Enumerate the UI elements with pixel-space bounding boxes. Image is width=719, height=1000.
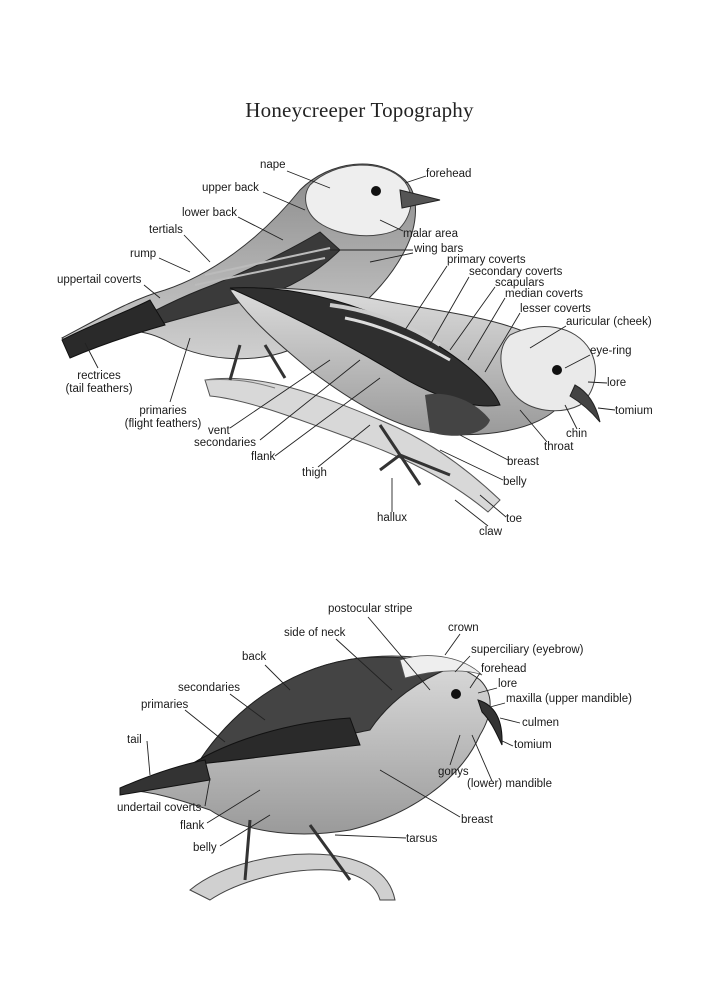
label-chin: chin [566,428,588,440]
label-tomium-bottom: tomium [514,739,552,751]
label-maxilla: maxilla (upper mandible) [506,693,632,705]
label-side-of-neck: side of neck [284,627,346,639]
label-vent: vent [208,425,230,437]
label-lower-mandible: (lower) mandible [467,778,553,790]
label-lore: lore [607,377,627,389]
label-rectrices: rectrices (tail feathers) [64,370,134,396]
label-undertail-coverts: undertail coverts [117,802,202,814]
label-breast: breast [507,456,539,468]
label-scapulars: scapulars [495,277,545,289]
label-primaries-line2: (flight feathers) [124,418,202,430]
label-tail: tail [127,734,142,746]
label-lore-bottom: lore [498,678,518,690]
bottom-bird-illustration [119,655,503,901]
label-malar-area: malar area [403,228,458,240]
label-primaries-line1: primaries [139,405,187,417]
top-leader-lines [84,170,616,527]
label-rump: rump [130,248,157,260]
label-tarsus: tarsus [406,833,438,845]
label-toe: toe [506,513,522,525]
label-primary-coverts: primary coverts [447,254,526,266]
label-throat: throat [544,441,574,453]
label-median-coverts: median coverts [505,288,583,300]
label-forehead-bottom: forehead [481,663,527,675]
label-back: back [242,651,267,663]
label-wing-bars: wing bars [414,243,464,255]
label-culmen: culmen [522,717,560,729]
label-rectrices-line1: rectrices [77,370,121,382]
label-secondaries-bottom: secondaries [178,682,241,694]
label-gonys: gonys [438,766,469,778]
label-primaries-bottom: primaries [141,699,189,711]
label-lesser-coverts: lesser coverts [520,303,591,315]
label-forehead: forehead [426,168,472,180]
label-auricular: auricular (cheek) [566,316,652,328]
label-primaries: primaries (flight feathers) [122,405,204,431]
label-nape: nape [260,159,286,171]
label-breast-bottom: breast [461,814,493,826]
label-secondary-coverts: secondary coverts [469,266,563,278]
label-postocular-stripe: postocular stripe [328,603,413,615]
bottom-leader-lines [146,616,521,847]
label-thigh: thigh [302,467,327,479]
label-upper-back: upper back [202,182,259,194]
label-belly: belly [503,476,527,488]
top-birds-illustration [61,163,601,513]
label-claw: claw [479,526,503,538]
label-tomium: tomium [615,405,653,417]
label-lower-back: lower back [182,207,237,219]
label-flank-bottom: flank [180,820,205,832]
label-uppertail-coverts: uppertail coverts [57,274,142,286]
label-belly-bottom: belly [193,842,217,854]
label-crown: crown [448,622,479,634]
label-hallux: hallux [377,512,408,524]
label-superciliary: superciliary (eyebrow) [471,644,584,656]
page-title: Honeycreeper Topography [245,98,474,122]
label-secondaries: secondaries [194,437,257,449]
label-flank: flank [251,451,276,463]
label-rectrices-line2: (tail feathers) [65,383,133,395]
label-eye-ring: eye-ring [590,345,632,357]
label-tertials: tertials [149,224,183,236]
